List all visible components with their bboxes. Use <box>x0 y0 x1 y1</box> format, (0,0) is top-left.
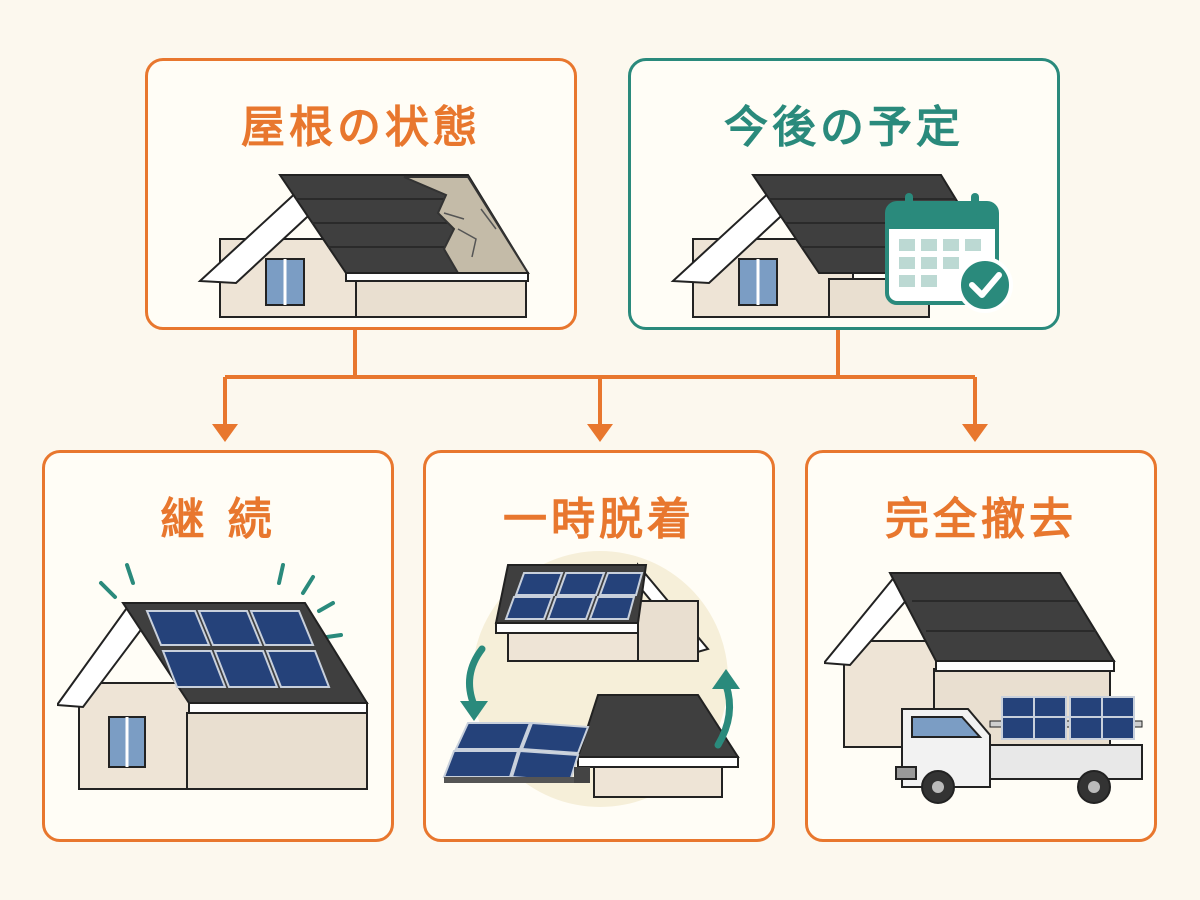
card-title: 屋根の状態 <box>241 102 481 153</box>
arrow-head-center <box>587 424 613 442</box>
card-roof-condition: 屋根の状態 <box>145 58 577 330</box>
check-circle-icon <box>957 257 1013 313</box>
card-title: 今後の予定 <box>724 102 964 153</box>
card-title: 完全撤去 <box>885 494 1077 545</box>
card-continue: 継 続 <box>42 450 394 842</box>
arrow-head-right <box>962 424 988 442</box>
damaged-roof-house-icon <box>197 174 530 318</box>
temporary-removal-icon <box>442 551 740 807</box>
card-future-plans: 今後の予定 <box>628 58 1060 330</box>
card-title: 継 続 <box>160 494 276 545</box>
house-with-calendar-icon <box>670 174 1013 318</box>
card-title: 一時脱着 <box>503 494 695 545</box>
card-temporary-removal: 一時脱着 <box>423 450 775 842</box>
solar-house-icon <box>57 563 369 790</box>
card-complete-removal: 完全撤去 <box>805 450 1157 842</box>
truck <box>895 696 1143 804</box>
arrow-head-left <box>212 424 238 442</box>
removal-truck-icon <box>824 572 1143 804</box>
